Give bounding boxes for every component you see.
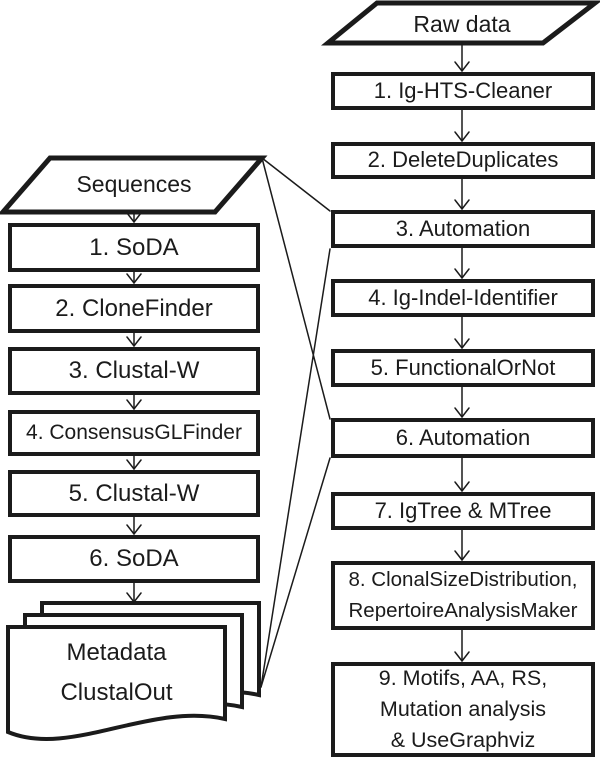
- left-step-box-4: 4. ConsensusGLFinder: [8, 410, 260, 456]
- right-step-box-7: 7. IgTree & MTree: [331, 492, 595, 530]
- right-step-box-5: 5. FunctionalOrNot: [331, 349, 595, 387]
- connector-line: [261, 157, 331, 212]
- connector-line: [261, 157, 331, 420]
- right-flow-arrows: [454, 42, 470, 663]
- right-step-box-6: 6. Automation: [331, 418, 595, 458]
- connector-lines: [260, 157, 331, 688]
- connector-line: [260, 248, 331, 688]
- connector-line: [260, 457, 331, 688]
- raw-data-label: Raw data: [413, 11, 511, 37]
- right-step-box-3: 3. Automation: [331, 210, 595, 248]
- right-step-box-9: 9. Motifs, AA, RS, Mutation analysis & U…: [331, 662, 595, 757]
- sequences-parallelogram: [0, 155, 268, 215]
- multi-document-shape: [6, 601, 261, 741]
- left-flow-arrows: [126, 211, 142, 604]
- left-step-box-1: 1. SoDA: [8, 223, 260, 272]
- right-step-box-8: 8. ClonalSizeDistribution, RepertoireAna…: [331, 561, 595, 630]
- left-step-box-6: 6. SoDA: [8, 535, 260, 583]
- document-sheet-front: [6, 625, 227, 741]
- left-step-box-2: 2. CloneFinder: [8, 284, 260, 333]
- right-step-box-2: 2. DeleteDuplicates: [331, 142, 595, 179]
- raw-data-parallelogram: [320, 0, 600, 46]
- sequences-label: Sequences: [76, 171, 192, 197]
- left-step-box-3: 3. Clustal-W: [8, 347, 260, 395]
- metadata-clustalout-label: Metadata ClustalOut: [60, 639, 173, 706]
- right-step-box-4: 4. Ig-Indel-Identifier: [331, 279, 595, 317]
- right-step-box-1: 1. Ig-HTS-Cleaner: [331, 72, 595, 110]
- left-step-box-5: 5. Clustal-W: [8, 470, 260, 517]
